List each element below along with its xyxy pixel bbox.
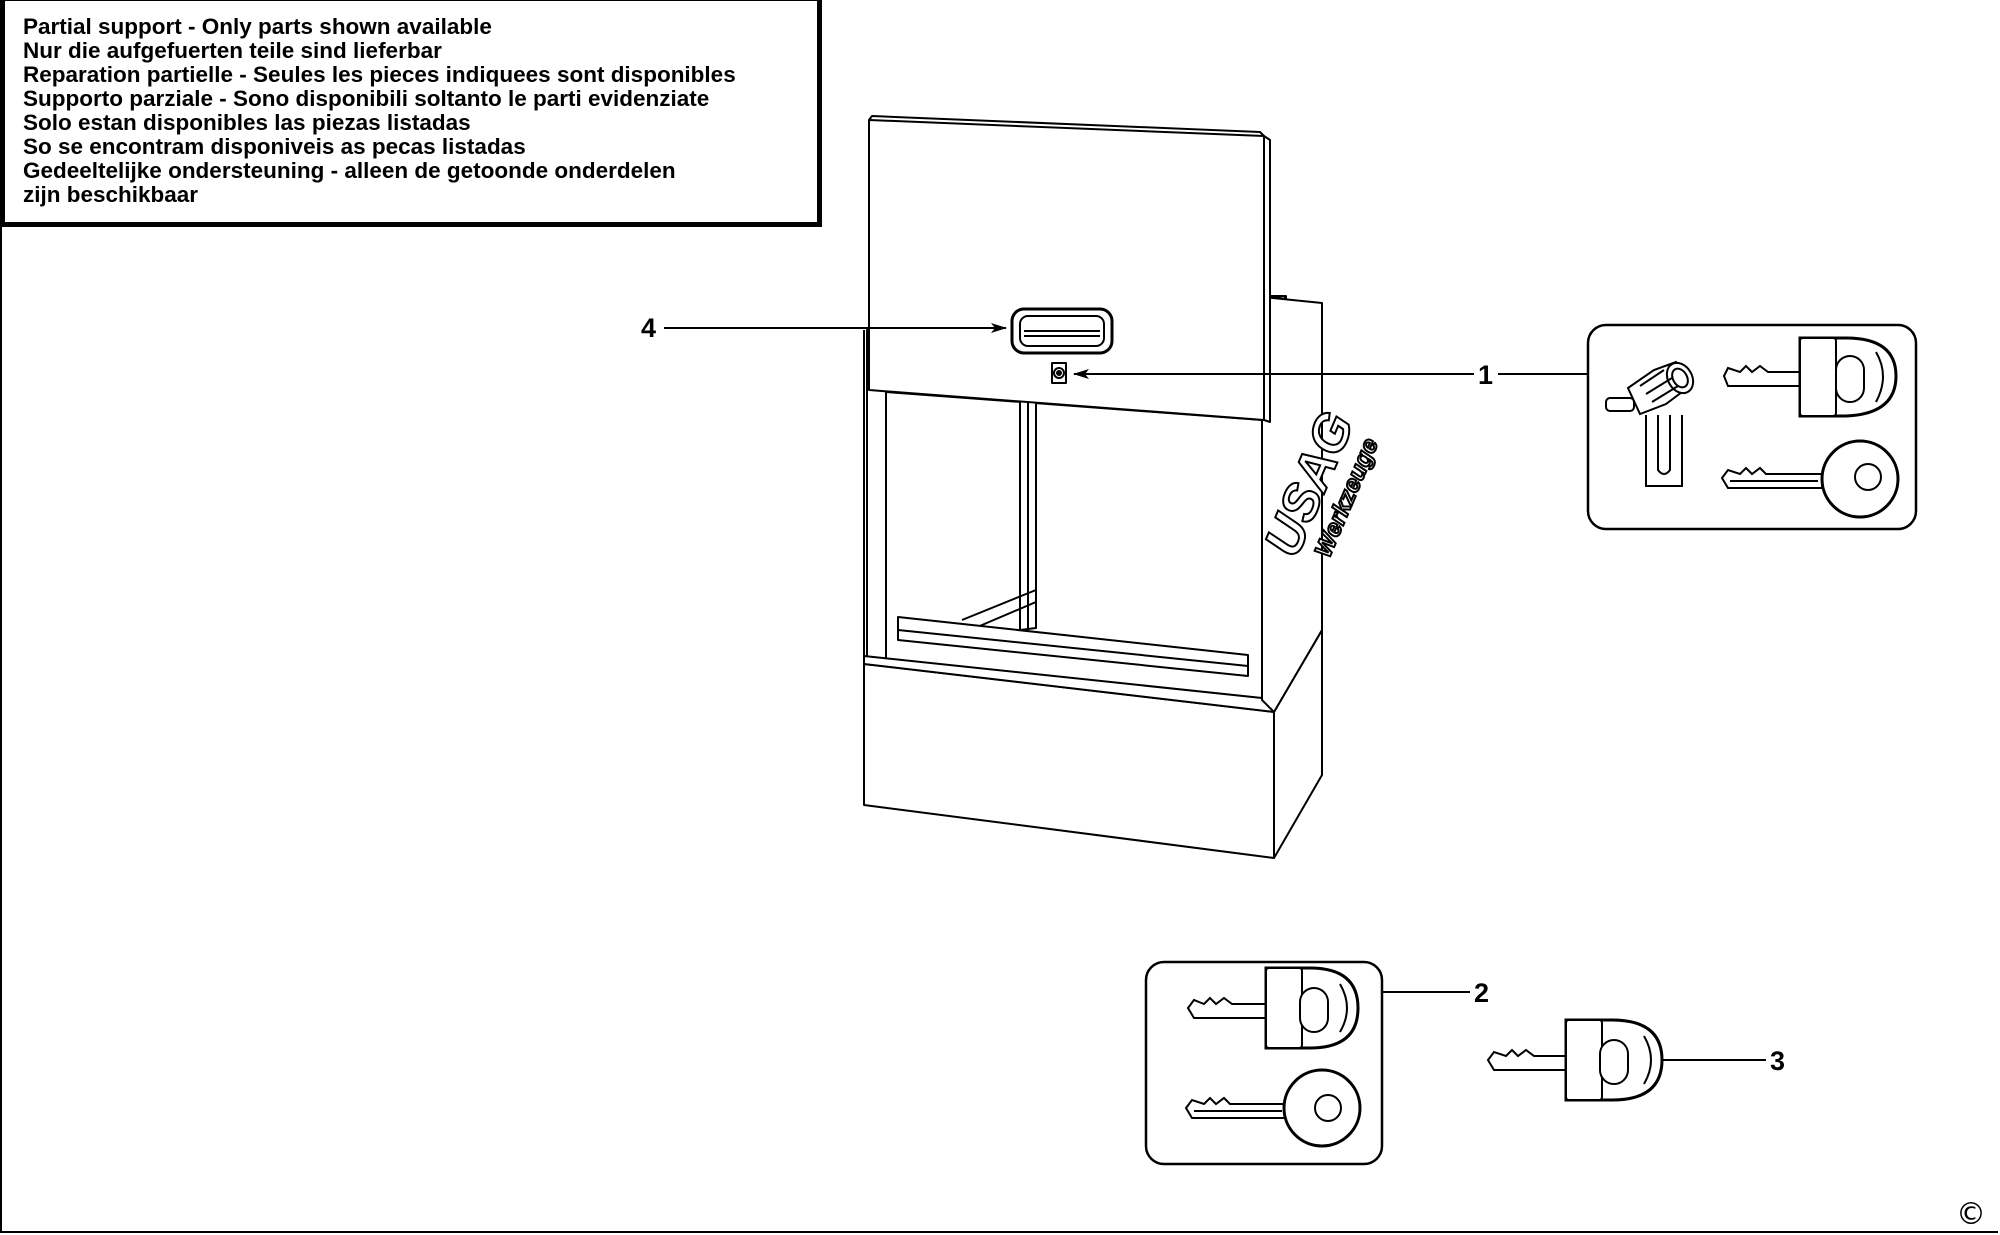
notice-line-de: Nur die aufgefuerten teile sind lieferba… xyxy=(23,38,442,63)
notice-line-nl-cont: zijn beschikbaar xyxy=(23,182,199,207)
callout-number-3: 3 xyxy=(1770,1046,1785,1076)
drawer-handle xyxy=(1010,307,1114,355)
part-2-key-set-box xyxy=(1144,960,1384,1166)
notice-line-it: Supporto parziale - Sono disponibili sol… xyxy=(23,86,710,111)
notice-line-fr: Reparation partielle - Seules les pieces… xyxy=(23,62,736,87)
callout-3: 3 xyxy=(1662,1046,1785,1076)
key-icon-round-bow xyxy=(1720,439,1900,519)
retaining-clip-icon xyxy=(1645,415,1683,487)
callout-number-2: 2 xyxy=(1474,978,1489,1008)
notice-line-nl: Gedeeltelijke ondersteuning - alleen de … xyxy=(23,158,676,183)
callout-1: 1 xyxy=(1073,360,1588,390)
cabinet-front-rail xyxy=(897,616,1249,677)
notice-line-en: Partial support - Only parts shown avail… xyxy=(23,14,492,39)
notice-line-pt: So se encontram disponiveis as pecas lis… xyxy=(23,134,526,159)
copyright-symbol: © xyxy=(1956,1197,1986,1232)
callout-number-4: 4 xyxy=(641,313,656,343)
key-icon-oval-head-large xyxy=(1722,336,1898,418)
part-1-lock-kit-box xyxy=(1586,323,1918,531)
callout-4: 4 xyxy=(641,313,1007,343)
key-icon-round-bow-set xyxy=(1184,1068,1362,1148)
part-3-single-key xyxy=(1486,1018,1664,1102)
notice-box: Partial support - Only parts shown avail… xyxy=(0,0,822,227)
drawer-lock xyxy=(1051,362,1067,384)
notice-line-es: Solo estan disponibles las piezas listad… xyxy=(23,110,471,135)
tool-cabinet xyxy=(863,115,1323,859)
lock-cylinder-icon xyxy=(1605,360,1695,416)
callout-number-1: 1 xyxy=(1478,360,1493,390)
key-icon-oval-head-set xyxy=(1186,966,1360,1050)
callout-2: 2 xyxy=(1382,978,1489,1008)
